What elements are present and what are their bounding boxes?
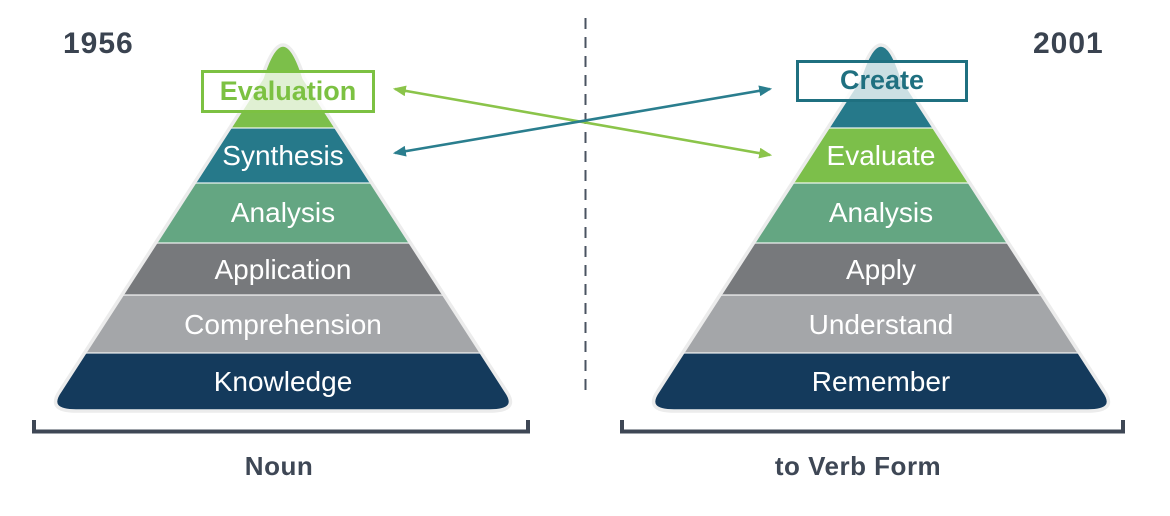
caption-noun: Noun: [244, 451, 314, 481]
caption-to-verb-form: to Verb Form: [774, 451, 942, 481]
right-pyramid-outline: [651, 43, 1111, 413]
level-label-synthesis: Synthesis: [222, 140, 344, 171]
level-label-knowledge: Knowledge: [213, 366, 353, 397]
level-label-comprehension: Comprehension: [184, 309, 382, 340]
level-label-analysis-left: Analysis: [230, 197, 336, 228]
left-bracket: [32, 420, 530, 434]
level-label-apply: Apply: [845, 254, 917, 285]
create-apex-box: Create: [796, 60, 968, 102]
level-label-application: Application: [214, 254, 352, 285]
level-label-understand: Understand: [808, 309, 954, 340]
level-label-evaluate: Evaluate: [826, 140, 936, 171]
year-label-1956: 1956: [63, 27, 134, 60]
year-label-2001: 2001: [1033, 27, 1104, 60]
left-pyramid-outline: [53, 43, 513, 413]
right-bracket: [620, 420, 1125, 434]
level-label-analysis-right: Analysis: [828, 197, 934, 228]
evaluation-apex-box: Evaluation: [201, 70, 375, 113]
arrow-synthesis-to-create: [392, 85, 773, 157]
level-label-remember: Remember: [811, 366, 951, 397]
